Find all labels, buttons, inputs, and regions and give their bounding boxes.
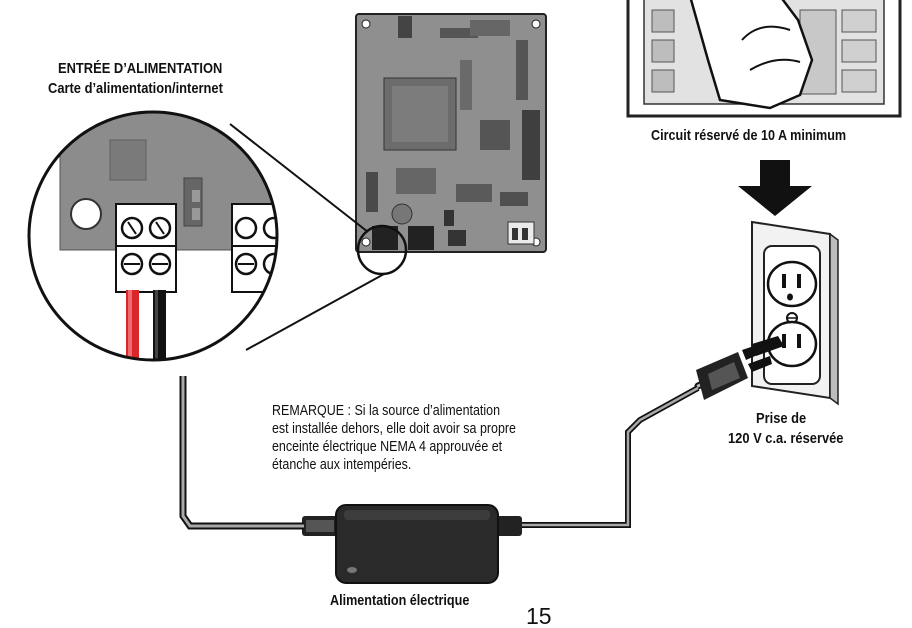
black-wire (153, 290, 166, 360)
outlet-label-line-2: 120 V c.a. réservée (728, 430, 844, 447)
wall-outlet (751, 220, 839, 406)
power-supply-label: Alimentation électrique (330, 592, 470, 609)
ac-plug (520, 336, 784, 528)
outdoor-note: REMARQUE : Si la source d’alimentation e… (272, 402, 516, 474)
power-input-subtitle: Carte d’alimentation/internet (48, 80, 223, 97)
note-line-3: enceinte électrique NEMA 4 approuvée et (272, 439, 503, 455)
breaker-panel (626, 0, 902, 118)
note-line-2: est installée dehors, elle doit avoir sa… (272, 421, 516, 437)
note-line-1: REMARQUE : Si la source d’alimentation (272, 403, 501, 419)
page-number: 15 (526, 603, 552, 628)
dc-cord (179, 376, 304, 530)
circuit-requirement-label: Circuit réservé de 10 A minimum (651, 127, 847, 144)
control-board (355, 13, 547, 253)
red-wire (126, 290, 139, 360)
power-supply-brick (302, 504, 522, 584)
outlet-label-line-1: Prise de (756, 410, 807, 427)
down-arrow-icon (738, 160, 812, 216)
note-line-4: étanche aux intempéries. (272, 457, 412, 473)
power-input-title: ENTRÉE D’ALIMENTATION (58, 60, 223, 77)
zoomed-connector-view (29, 112, 277, 360)
